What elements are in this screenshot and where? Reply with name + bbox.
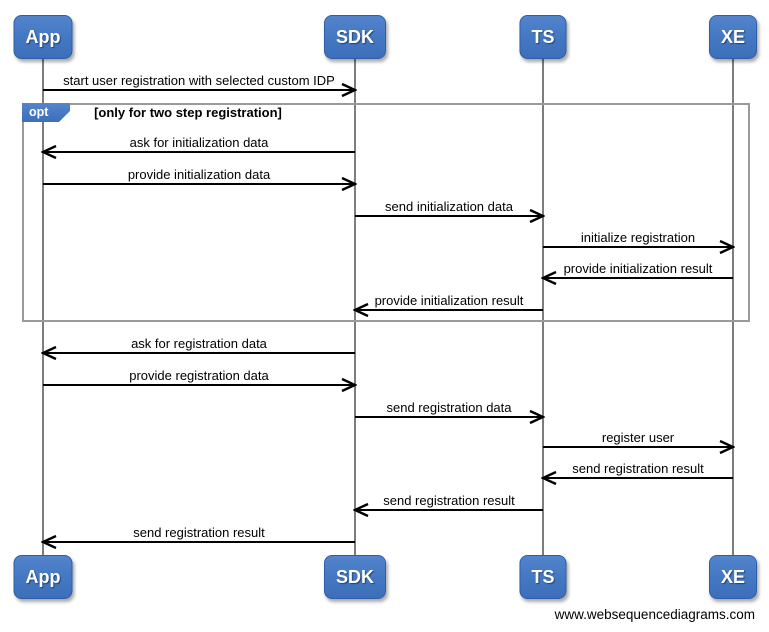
actor-box-app-bottom: App [13,555,73,599]
arrowhead-left-icon [353,302,369,318]
actor-box-app-top: App [13,15,73,59]
actor-label: TS [531,566,555,587]
message-provide-init-data: provide initialization data [43,167,357,192]
message-label: provide initialization result [374,293,524,308]
lifeline-ts [542,57,544,556]
actor-label: SDK [335,26,375,47]
arrowhead-right-icon [719,239,735,255]
actor-label: App [25,566,61,587]
message-initialize-registration: initialize registration [543,230,735,255]
arrowhead-left-icon [41,144,57,160]
message-label: ask for registration data [131,336,267,351]
opt-fragment-frame [22,103,750,322]
message-send-registration-data: send registration data [355,400,545,425]
message-line [543,446,733,448]
message-label: provide initialization result [563,261,713,276]
arrowhead-left-icon [41,345,57,361]
message-line [43,151,355,153]
message-line [43,352,355,354]
arrowhead-right-icon [529,208,545,224]
actor-label: TS [531,26,555,47]
actor-box-xe-top: XE [708,15,758,59]
opt-fragment-operator-label: opt [29,105,49,119]
message-label: send registration result [133,525,265,540]
message-line [355,509,543,511]
message-ask-init-data: ask for initialization data [41,135,355,160]
message-line [543,246,733,248]
message-label: send initialization data [385,199,513,214]
message-line [43,183,355,185]
actor-box-xe-bottom: XE [708,555,758,599]
message-send-registration-result-xe-ts: send registration result [541,461,733,486]
lifeline-xe [732,57,734,556]
message-line [43,384,355,386]
arrowhead-right-icon [341,377,357,393]
actor-box-sdk-top: SDK [323,15,387,59]
message-send-registration-result-sdk-app: send registration result [41,525,355,550]
lifeline-sdk [354,57,356,556]
opt-fragment-operator-tab: opt [22,103,70,122]
message-line [355,309,543,311]
arrowhead-right-icon [341,82,357,98]
actor-box-ts-top: TS [519,15,567,59]
actor-box-ts-bottom: TS [519,555,567,599]
message-line [543,277,733,279]
message-line [43,89,355,91]
message-label: send registration data [386,400,512,415]
message-start-user-registration: start user registration with selected cu… [43,73,357,98]
arrowhead-left-icon [541,270,557,286]
message-ask-registration-data: ask for registration data [41,336,355,361]
message-label: provide registration data [129,368,269,383]
message-label: register user [601,430,675,445]
actor-label: XE [720,566,746,587]
message-line [43,541,355,543]
lifeline-app [42,57,44,556]
message-label: send registration result [572,461,704,476]
message-label: initialize registration [580,230,696,245]
message-register-user: register user [543,430,735,455]
message-send-registration-result-ts-sdk: send registration result [353,493,543,518]
message-label: ask for initialization data [129,135,269,150]
actor-label: XE [720,26,746,47]
message-provide-registration-data: provide registration data [43,368,357,393]
message-label: start user registration with selected cu… [63,73,335,88]
arrowhead-right-icon [341,176,357,192]
actor-label: App [25,26,61,47]
message-label: send registration result [383,493,515,508]
opt-fragment-condition: [only for two step registration] [94,105,282,120]
message-send-init-data: send initialization data [355,199,545,224]
message-provide-init-result-ts-sdk: provide initialization result [353,293,543,318]
watermark-url: www.websequencediagrams.com [554,607,755,622]
message-line [543,477,733,479]
arrowhead-right-icon [719,439,735,455]
actor-box-sdk-bottom: SDK [323,555,387,599]
message-provide-init-result-xe-ts: provide initialization result [541,261,733,286]
message-line [355,416,543,418]
arrowhead-left-icon [41,534,57,550]
message-line [355,215,543,217]
actor-label: SDK [335,566,375,587]
arrowhead-right-icon [529,409,545,425]
arrowhead-left-icon [353,502,369,518]
message-label: provide initialization data [127,167,271,182]
arrowhead-left-icon [541,470,557,486]
